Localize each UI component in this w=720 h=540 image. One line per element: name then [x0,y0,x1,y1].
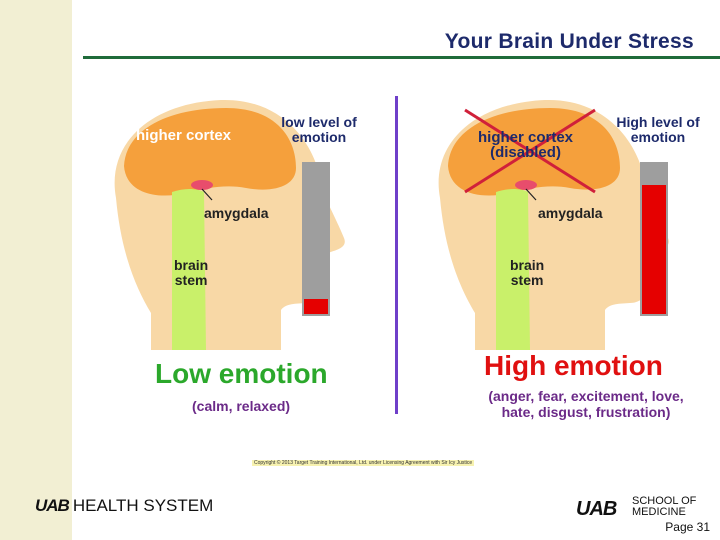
panel-divider [395,96,398,414]
low-emotion-subheading: (calm, relaxed) [192,398,291,414]
disabled-cross-line [464,108,596,194]
amygdala-label: amygdala [204,205,269,221]
brainstem-region [172,189,206,350]
emotion-meter-fill [304,299,328,314]
emotion-meter-fill [642,185,666,314]
amygdala-label: amygdala [538,205,603,221]
amygdala-region [515,180,537,190]
high-emotion-heading: High emotion [484,350,663,381]
title-divider [83,56,720,59]
head-illustration-low [114,99,345,350]
amygdala-pointer [525,188,537,201]
brainstem-label: brain stem [510,257,545,288]
brainstem-label: brain stem [174,257,209,288]
amygdala-pointer [201,188,213,201]
higher-cortex-region [124,108,296,196]
head-illustration-high [438,99,669,350]
low-emotion-heading: Low emotion [155,358,328,389]
cortex-label: higher cortex [136,127,232,144]
high-emotion-diagram: higher cortex (disabled) amygdala brain … [420,88,720,350]
copyright-notice: Copyright © 2013 Target Training Interna… [252,460,475,466]
high-emotion-subheading: (anger, fear, excitement, love, hate, di… [488,388,684,420]
meter-label: low level of emotion [281,114,357,145]
emotion-meter-track [302,162,330,316]
left-decorative-band [0,0,72,540]
page-number: Page 31 [665,520,710,534]
amygdala-region [191,180,213,190]
meter-label: High level of emotion [616,114,700,145]
page-title: Your Brain Under Stress [444,30,694,53]
brainstem-region [496,189,530,350]
cortex-label-disabled: higher cortex (disabled) [478,129,574,161]
low-emotion-diagram: higher cortex amygdala brain stem low le… [96,88,396,350]
